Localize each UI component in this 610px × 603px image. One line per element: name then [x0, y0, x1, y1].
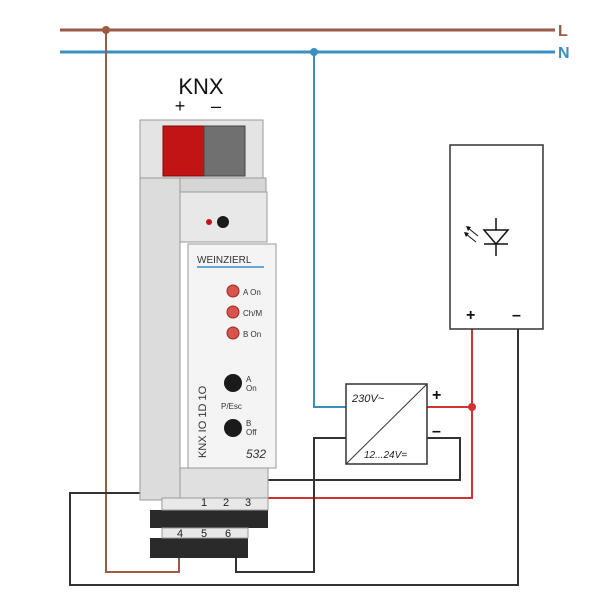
button-mid-label: P/Esc	[221, 402, 242, 411]
button-a-on	[224, 374, 242, 392]
device-model: KNX IO 1D 1O	[197, 385, 209, 458]
knx-plus-label: +	[175, 96, 186, 116]
terminal-5: 5	[201, 528, 207, 540]
programming-led	[206, 219, 212, 225]
button-a-label-2: On	[246, 384, 257, 393]
wire-ps-to-terminal-6	[235, 437, 346, 573]
led-ch-m-label: Ch/M	[243, 309, 262, 318]
knx-minus-terminal	[203, 125, 246, 177]
knx-plus-terminal	[162, 125, 205, 177]
terminal-strip-bottom	[150, 538, 248, 558]
wire-terminal-1-loop	[69, 329, 519, 586]
device-number: 532	[246, 447, 266, 461]
terminal-4: 4	[177, 528, 183, 540]
device-side	[139, 177, 181, 501]
button-a-label-1: A	[246, 375, 252, 384]
l-rail-label: L	[558, 23, 568, 40]
l-wire	[105, 30, 180, 573]
led-load-minus: –	[512, 307, 521, 324]
n-wire	[313, 52, 346, 408]
power-supply: 230V~ 12...24V= + –	[345, 383, 441, 465]
terminal-screw-area-bottom	[161, 527, 249, 539]
programming-button	[217, 216, 229, 228]
power-supply-diagonal	[345, 383, 428, 465]
power-supply-output: 12...24V=	[364, 450, 407, 461]
button-b-label-2: Off	[246, 428, 257, 437]
led-a-on-label: A On	[243, 288, 261, 297]
led-b-on-label: B On	[243, 330, 261, 339]
terminal-2: 2	[223, 497, 229, 509]
power-supply-input: 230V~	[351, 393, 385, 405]
button-b-label-1: B	[246, 419, 251, 428]
knx-minus-label: –	[211, 96, 221, 116]
led-load-plus: +	[466, 307, 475, 324]
knx-device: WEINZIERL A On Ch/M B On KNX IO 1D 1O A …	[139, 119, 277, 501]
terminal-screw-area	[161, 497, 269, 511]
terminal-3: 3	[245, 497, 251, 509]
led-load: + –	[449, 144, 544, 330]
terminal-block: 1 2 3 4 5 6	[150, 497, 269, 558]
power-supply-minus: –	[432, 423, 441, 440]
terminal-strip-top	[150, 510, 268, 528]
n-rail-label: N	[558, 45, 570, 62]
led-b-on	[226, 326, 240, 340]
terminal-1: 1	[201, 497, 207, 509]
power-supply-plus: +	[432, 387, 441, 404]
positive-junction-dot	[468, 403, 476, 411]
knx-title: KNX	[178, 74, 224, 99]
led-ch-m	[226, 305, 240, 319]
led-a-on	[226, 284, 240, 298]
terminal-6: 6	[225, 528, 231, 540]
device-brand: WEINZIERL	[197, 255, 252, 266]
device-lower-front	[179, 467, 269, 501]
device-upper-panel	[174, 191, 268, 243]
led-diode-icon	[464, 218, 510, 256]
button-b-off	[224, 419, 242, 437]
